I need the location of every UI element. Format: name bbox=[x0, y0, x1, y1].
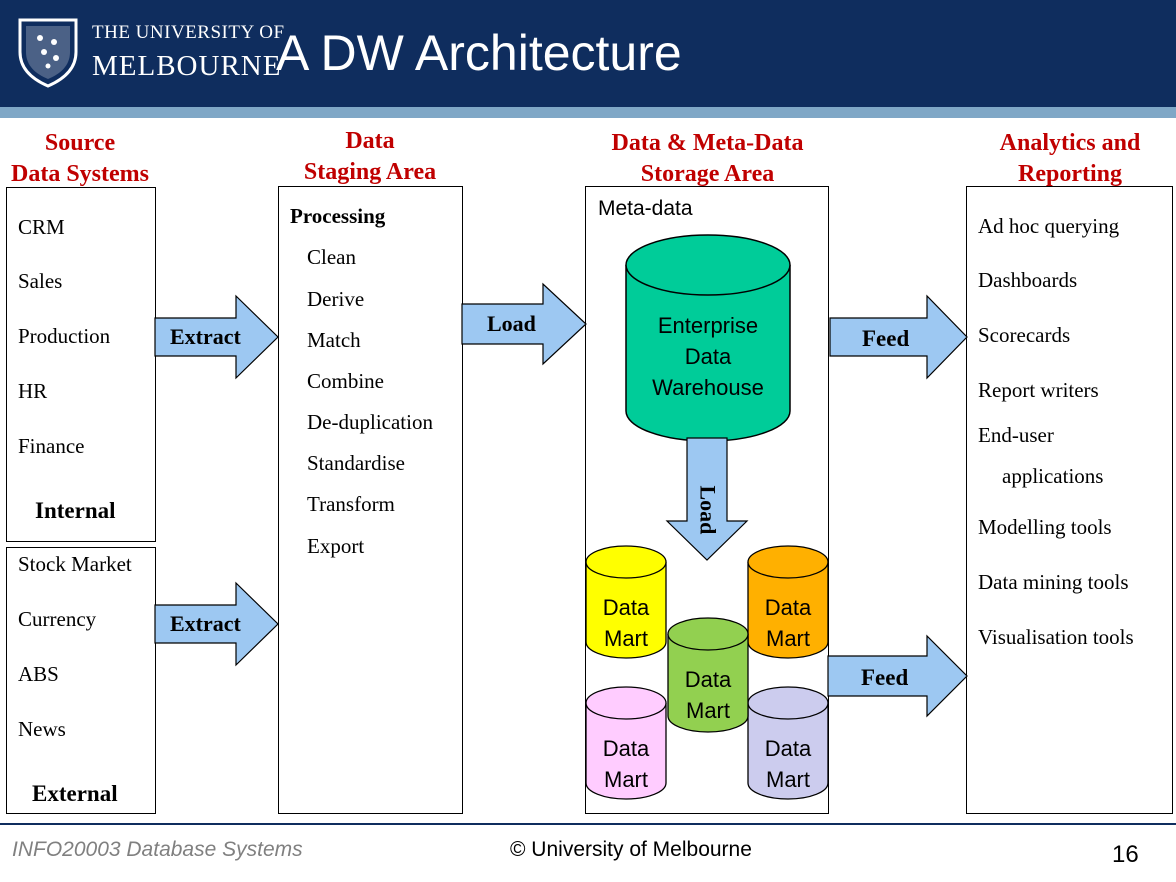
data-mart-label: Data Mart bbox=[602, 736, 650, 792]
page-title: A DW Architecture bbox=[276, 25, 682, 81]
processing-step: Transform bbox=[307, 492, 395, 516]
load-down-label: Load bbox=[695, 485, 721, 535]
data-mart-label: Data Mart bbox=[764, 595, 812, 651]
analytics-item: applications bbox=[1002, 464, 1104, 488]
source-item: News bbox=[18, 717, 66, 741]
source-item: Stock Market bbox=[18, 552, 132, 576]
extract-label-internal: Extract bbox=[170, 324, 241, 349]
footer-divider bbox=[0, 823, 1176, 825]
footer-copyright: © University of Melbourne bbox=[510, 838, 752, 861]
data-mart-orange-icon bbox=[747, 545, 829, 659]
processing-step: Export bbox=[307, 534, 365, 558]
source-item: HR bbox=[18, 379, 48, 403]
external-sources-box: Stock Market Currency ABS News External bbox=[6, 547, 156, 814]
analytics-item: Dashboards bbox=[978, 268, 1078, 292]
feed-arrow-bottom bbox=[827, 634, 968, 718]
extract-arrow-internal bbox=[154, 294, 279, 380]
feed-arrow-top bbox=[829, 294, 968, 380]
analytics-box: Ad hoc querying Dashboards Scorecards Re… bbox=[966, 186, 1173, 814]
analytics-item: Ad hoc querying bbox=[978, 214, 1120, 238]
footer-course: INFO20003 Database Systems bbox=[12, 838, 303, 861]
header-strip bbox=[0, 107, 1176, 118]
data-mart-green-icon bbox=[667, 617, 749, 733]
extract-label-external: Extract bbox=[170, 611, 241, 636]
analytics-item: Scorecards bbox=[978, 323, 1071, 347]
data-mart-yellow-icon bbox=[585, 545, 667, 659]
data-mart-label: Data Mart bbox=[684, 667, 732, 723]
storage-heading: Data & Meta-Data Storage Area bbox=[611, 130, 804, 187]
header-bar bbox=[0, 0, 1176, 107]
data-mart-pink-icon bbox=[585, 686, 667, 800]
logo-line1: THE UNIVERSITY OF bbox=[92, 22, 285, 43]
analytics-item: Report writers bbox=[978, 378, 1099, 402]
processing-step: De-duplication bbox=[307, 410, 433, 434]
meta-data-label: Meta-data bbox=[598, 197, 693, 220]
load-arrow bbox=[461, 282, 587, 366]
internal-sources-box: CRM Sales Production HR Finance Internal bbox=[6, 187, 156, 542]
analytics-item: Visualisation tools bbox=[978, 625, 1134, 649]
feed-label-top: Feed bbox=[862, 326, 910, 351]
processing-step: Derive bbox=[307, 287, 365, 311]
analytics-heading: Analytics and Reporting bbox=[999, 130, 1141, 187]
staging-heading: Data Staging Area bbox=[303, 128, 437, 185]
logo-line2: MELBOURNE bbox=[92, 50, 282, 82]
extract-arrow-external bbox=[154, 581, 279, 667]
feed-label-bottom: Feed bbox=[861, 665, 909, 690]
processing-step: Match bbox=[307, 328, 361, 352]
load-down-arrow bbox=[665, 437, 749, 561]
source-heading: Source Data Systems bbox=[11, 130, 149, 187]
analytics-item: Modelling tools bbox=[978, 515, 1112, 539]
processing-step: Standardise bbox=[307, 451, 405, 475]
external-label: External bbox=[32, 781, 118, 806]
university-crest-icon bbox=[18, 18, 78, 88]
data-mart-label: Data Mart bbox=[602, 595, 650, 651]
analytics-item: End-user bbox=[978, 423, 1054, 447]
source-item: Sales bbox=[18, 269, 63, 293]
processing-step: Clean bbox=[307, 245, 356, 269]
source-item: Production bbox=[18, 324, 111, 348]
processing-title: Processing bbox=[290, 204, 386, 228]
source-item: Finance bbox=[18, 434, 85, 458]
warehouse-label: Enterprise Data Warehouse bbox=[652, 313, 764, 400]
internal-label: Internal bbox=[35, 498, 116, 523]
page-number: 16 bbox=[1112, 841, 1139, 868]
staging-box: Processing Clean Derive Match Combine De… bbox=[278, 186, 463, 814]
source-item: Currency bbox=[18, 607, 97, 631]
source-item: CRM bbox=[18, 215, 65, 239]
data-mart-label: Data Mart bbox=[764, 736, 812, 792]
load-label: Load bbox=[487, 311, 536, 336]
processing-step: Combine bbox=[307, 369, 384, 393]
analytics-item: Data mining tools bbox=[978, 570, 1129, 594]
source-item: ABS bbox=[18, 662, 59, 686]
